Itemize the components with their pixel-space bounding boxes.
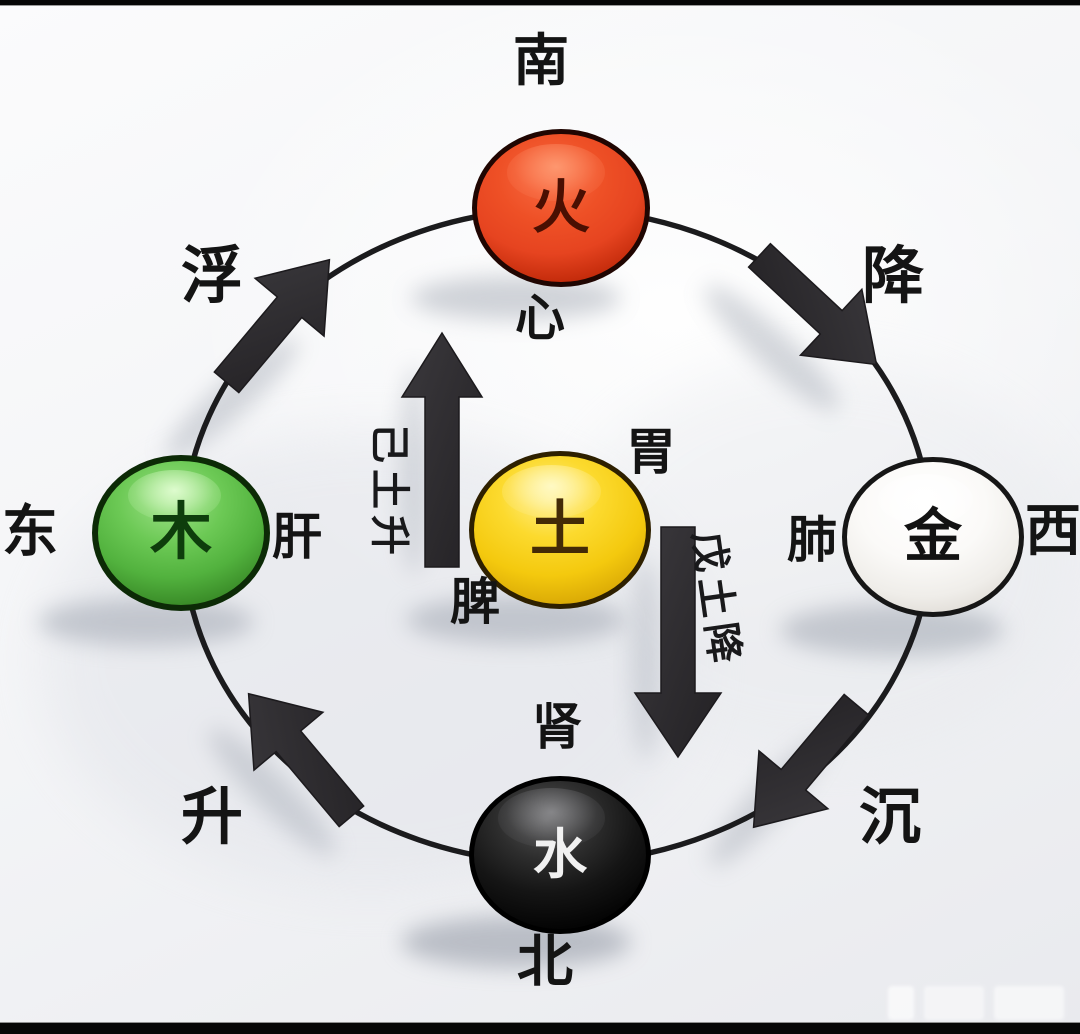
kidney-organ-label: 肾 xyxy=(532,699,582,755)
down-arrow-shadow xyxy=(631,560,661,760)
direction-south-label: 南 xyxy=(513,31,569,93)
descend-arrow xyxy=(747,242,878,366)
sink-arrow xyxy=(752,693,870,829)
metal-element-label: 金 xyxy=(903,504,962,569)
fire-element-label: 火 xyxy=(531,175,590,240)
ji-earth-up-arrow xyxy=(400,331,484,568)
bottom-letterbox-bar xyxy=(0,1022,1080,1034)
wood-sphere: 木 xyxy=(92,455,270,611)
descend-motion-label: 降 xyxy=(861,243,925,311)
up-arrow-shadow xyxy=(399,365,429,575)
rise-motion-label: 升 xyxy=(180,784,244,852)
rise-arrow-shadow xyxy=(208,728,336,856)
top-letterbox-bar xyxy=(0,0,1080,6)
water-sphere: 水 xyxy=(469,776,651,934)
watermark xyxy=(888,986,1064,1020)
spleen-organ-label: 脾 xyxy=(450,574,500,630)
direction-west-label: 西 xyxy=(1025,501,1080,563)
float-arrow-shadow xyxy=(165,337,299,459)
metal-sphere: 金 xyxy=(842,457,1024,617)
heart-organ-label: 心 xyxy=(515,290,565,346)
ji-earth-rises-label: 己土升 xyxy=(367,423,412,561)
rise-arrow xyxy=(247,692,365,828)
direction-north-label: 北 xyxy=(517,932,573,994)
lung-organ-label: 肺 xyxy=(787,512,837,568)
float-arrow xyxy=(213,258,331,394)
liver-organ-label: 肝 xyxy=(272,509,322,565)
direction-east-label: 东 xyxy=(2,502,58,564)
descend-arrow-shadow xyxy=(704,285,840,411)
water-element-label: 水 xyxy=(533,825,587,885)
earth-element-label: 土 xyxy=(530,497,590,563)
fire-sphere-shadow xyxy=(411,276,621,320)
stomach-organ-label: 胃 xyxy=(626,424,676,480)
wood-element-label: 木 xyxy=(149,499,212,567)
fire-sphere: 火 xyxy=(472,129,650,287)
wu-earth-down-arrow xyxy=(633,526,723,759)
sink-motion-label: 沉 xyxy=(858,784,922,852)
float-motion-label: 浮 xyxy=(180,243,244,311)
wood-sphere-shadow xyxy=(38,598,254,646)
metal-sphere-shadow xyxy=(780,604,1004,656)
